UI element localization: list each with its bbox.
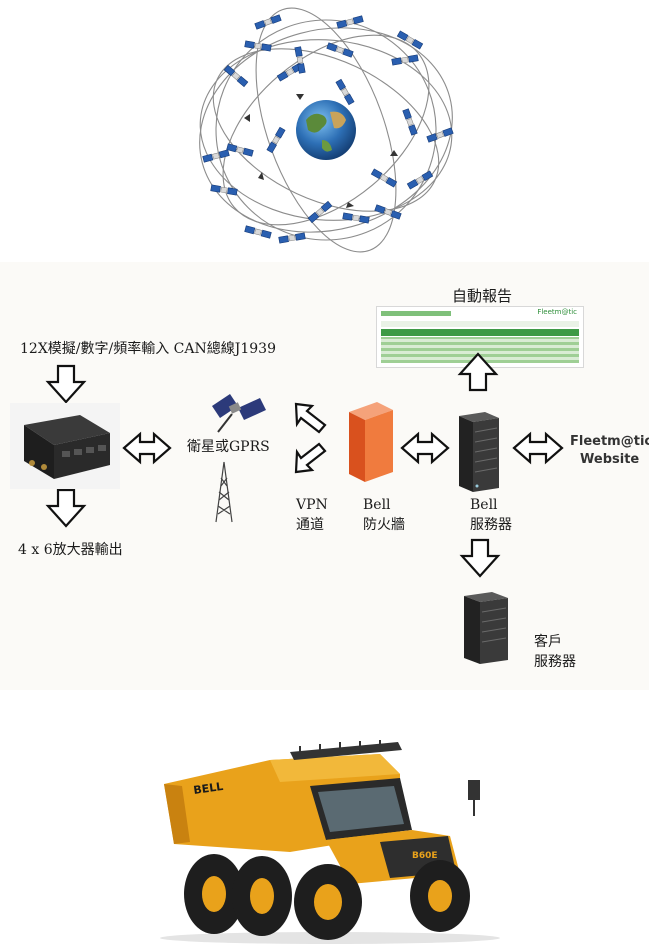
arrow-down-inputs xyxy=(45,364,87,404)
inputs-label: 12X模擬/數字/頻率輸入 CAN總線J1939 xyxy=(20,341,276,357)
auto-report-label: 自動報告 xyxy=(452,287,513,305)
truck-badge: BELL xyxy=(193,780,224,797)
controller-unit-icon xyxy=(10,403,120,489)
server-label-2: 服務器 xyxy=(470,517,512,533)
firewall-label-1: Bell xyxy=(363,497,391,513)
arrow-down-client xyxy=(459,538,501,578)
client-label-2: 服務器 xyxy=(534,654,576,670)
client-server-icon xyxy=(464,592,508,664)
fleetmatic-label-2: Website xyxy=(580,452,640,467)
arrow-up-report xyxy=(457,352,499,392)
firewall-label-2: 防火牆 xyxy=(363,517,405,533)
arrow-double-link xyxy=(122,431,172,465)
fleetmatic-label-1: Fleetm@tic xyxy=(570,434,649,449)
link-label: 衛星或GPRS xyxy=(187,439,270,455)
truck-model: B60E xyxy=(412,851,438,861)
vpn-label-2: 通道 xyxy=(296,517,324,533)
arrow-double-server-fleetmatic xyxy=(512,431,564,465)
arrow-vpn-upper xyxy=(294,402,327,434)
firewall-icon xyxy=(349,402,393,482)
satellite-icon xyxy=(212,394,266,433)
arrow-double-firewall-server xyxy=(400,431,450,465)
articulated-dump-truck-icon: BELL B60E xyxy=(160,740,500,944)
client-label-1: 客戶 xyxy=(534,634,562,650)
arrow-vpn-lower xyxy=(294,442,327,474)
report-brand: Fleetm@tic xyxy=(537,308,577,316)
bell-server-icon xyxy=(459,412,499,492)
radio-tower-icon xyxy=(215,461,233,523)
outputs-label: 4 x 6放大器輸出 xyxy=(18,542,123,558)
vpn-label-1: VPN xyxy=(296,497,328,513)
satellite-constellation-globe-icon xyxy=(199,7,454,253)
arrow-down-outputs xyxy=(45,488,87,528)
server-label-1: Bell xyxy=(470,497,498,513)
